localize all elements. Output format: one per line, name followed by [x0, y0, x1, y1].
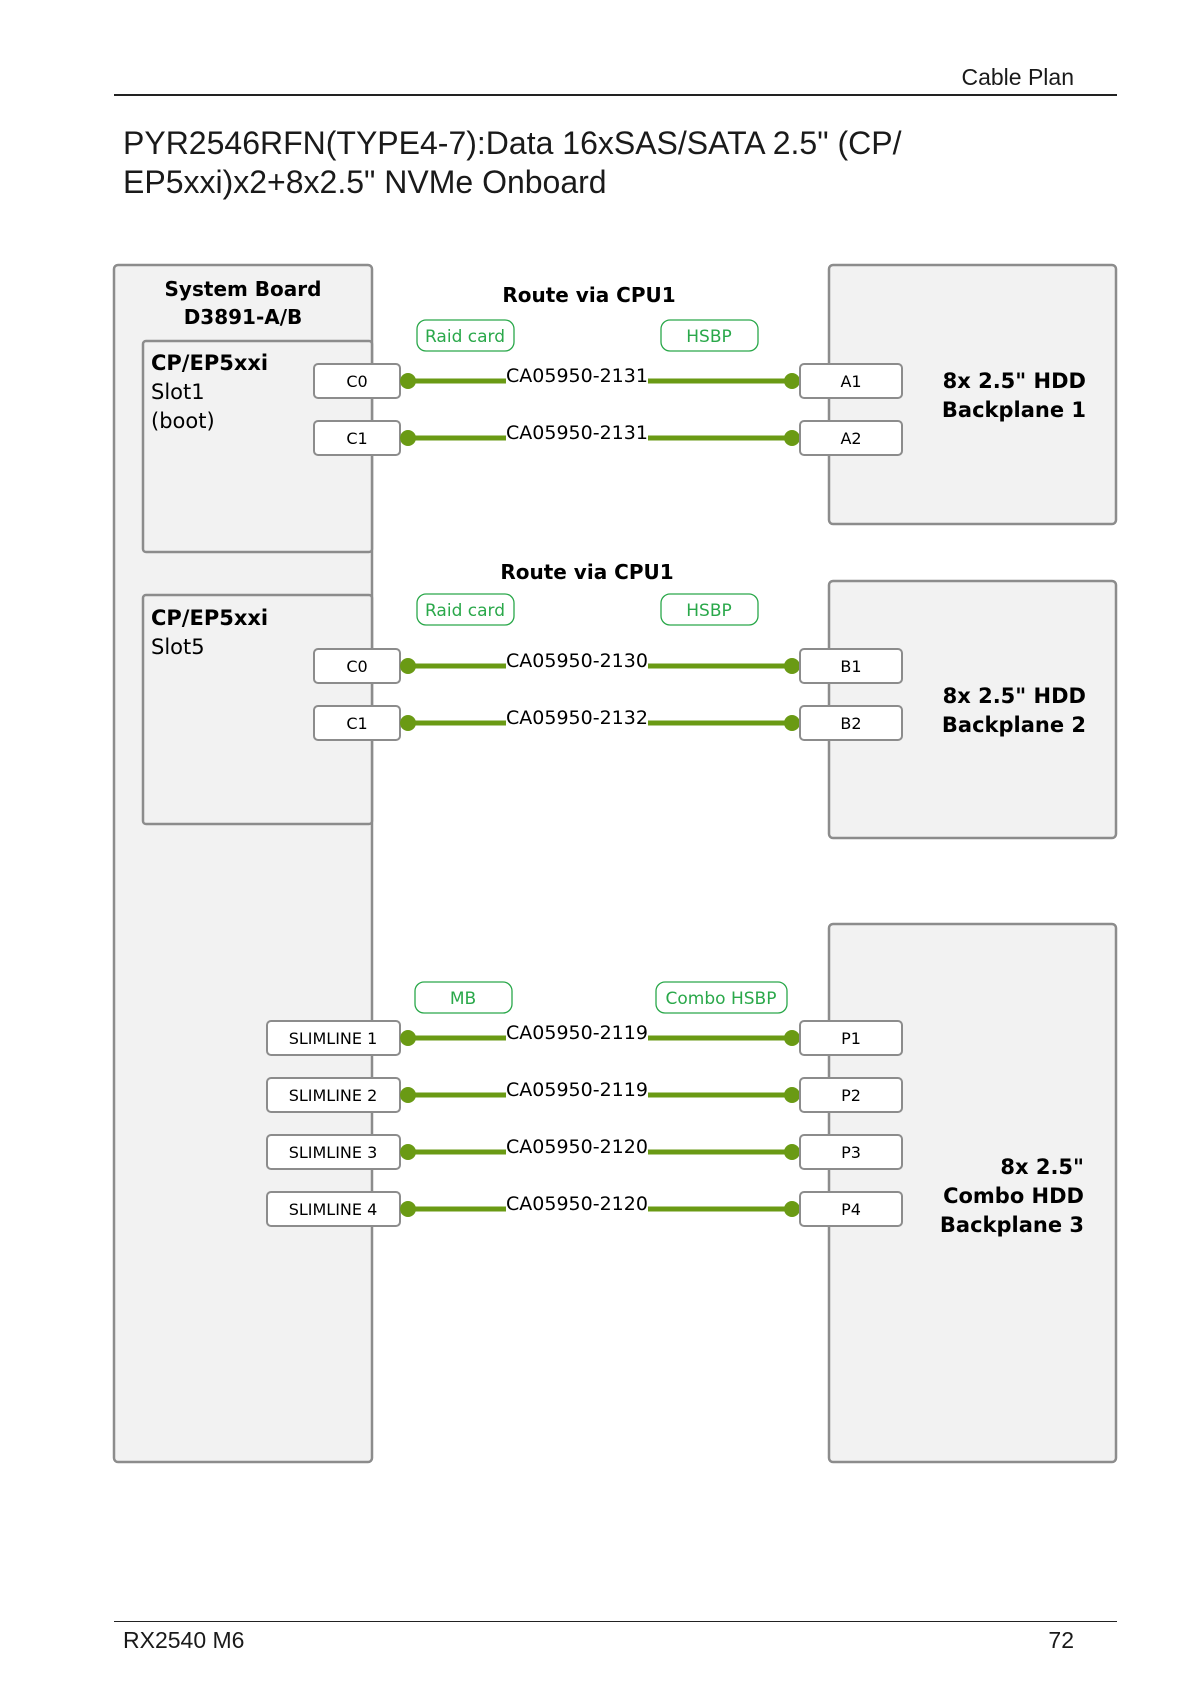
cable-end-left	[400, 1087, 416, 1103]
port-label-c1: C1	[346, 714, 367, 733]
cable-end-right	[784, 1144, 800, 1160]
cable-end-right	[784, 1087, 800, 1103]
tag-group2-left: Raid card	[425, 601, 505, 621]
header-rule	[114, 94, 1117, 96]
cable-label-bg	[506, 703, 648, 729]
port-label-c0: C0	[346, 657, 367, 676]
backplane-3-label-3: Backplane 3	[940, 1213, 1084, 1237]
tag-box-group2-right	[660, 593, 759, 626]
cable-label: CA05950-2120	[506, 1136, 648, 1158]
tag-group1-right: HSBP	[686, 327, 732, 347]
port-label-p3: P3	[841, 1143, 861, 1162]
cable-label-bg	[506, 361, 648, 387]
connection-slimline2-p2: SLIMLINE 2 CA05950-2119 P2	[266, 1075, 903, 1113]
backplane-1-label-1: 8x 2.5" HDD	[943, 369, 1086, 393]
cable-end-left	[400, 1144, 416, 1160]
cable-end-left	[400, 658, 416, 674]
port-label-p1: P1	[841, 1029, 861, 1048]
cable-label: CA05950-2120	[506, 1193, 648, 1215]
tag-box-group2-left	[416, 593, 515, 626]
port-box-p1	[799, 1020, 903, 1056]
cable-end-right	[784, 1030, 800, 1046]
cable-end-right	[784, 715, 800, 731]
cable-label-bg	[506, 1189, 648, 1215]
system-board-label-1: System Board	[165, 277, 322, 301]
cable-label-bg	[506, 646, 648, 672]
tag-box-group3-right	[655, 981, 788, 1014]
cable-label: CA05950-2119	[506, 1079, 648, 1101]
footer-rule	[114, 1621, 1117, 1622]
port-box-p3	[799, 1134, 903, 1170]
port-label-b1: B1	[840, 657, 861, 676]
port-box-p2	[799, 1077, 903, 1113]
cable-label: CA05950-2130	[506, 650, 648, 672]
tag-group1-left: Raid card	[425, 327, 505, 347]
cable-end-right	[784, 373, 800, 389]
port-label-slimline-3: SLIMLINE 3	[289, 1143, 378, 1162]
connection-slimline4-p4: SLIMLINE 4 CA05950-2120 P4	[266, 1189, 903, 1227]
controller-slot1-name: CP/EP5xxi	[151, 351, 268, 375]
port-label-p4: P4	[841, 1200, 861, 1219]
port-label-slimline-4: SLIMLINE 4	[289, 1200, 378, 1219]
connection-c0-a1: C0 CA05950-2131 A1	[313, 361, 903, 399]
cable-end-left	[400, 373, 416, 389]
tag-group3-right: Combo HSBP	[666, 989, 777, 1009]
controller-slot1-boot: (boot)	[151, 409, 215, 433]
backplane-3-label-2: Combo HDD	[943, 1184, 1084, 1208]
connection-c0-b1: C0 CA05950-2130 B1	[313, 646, 903, 684]
connection-slimline3-p3: SLIMLINE 3 CA05950-2120 P3	[266, 1132, 903, 1170]
cable-label: CA05950-2132	[506, 707, 648, 729]
backplane-1-label-2: Backplane 1	[942, 398, 1086, 422]
port-box-b1	[799, 648, 903, 684]
backplane-2-label-1: 8x 2.5" HDD	[943, 684, 1086, 708]
tag-box-group1-left	[416, 319, 515, 352]
cable-label: CA05950-2131	[506, 422, 648, 444]
footer-page-number: 72	[1048, 1627, 1074, 1653]
port-label-p2: P2	[841, 1086, 861, 1105]
port-label-c1: C1	[346, 429, 367, 448]
route-label-group2: Route via CPU1	[500, 560, 673, 584]
tag-group3-left: MB	[450, 989, 476, 1009]
route-label-group1: Route via CPU1	[502, 283, 675, 307]
cable-label: CA05950-2119	[506, 1022, 648, 1044]
system-board-label-2: D3891-A/B	[184, 305, 303, 329]
footer-model: RX2540 M6	[123, 1627, 245, 1653]
cable-label: CA05950-2131	[506, 365, 648, 387]
port-label-c0: C0	[346, 372, 367, 391]
cable-end-right	[784, 1201, 800, 1217]
connection-c1-b2: C1 CA05950-2132 B2	[313, 703, 903, 741]
cable-end-right	[784, 430, 800, 446]
cable-label-bg	[506, 1075, 648, 1101]
port-label-slimline-2: SLIMLINE 2	[289, 1086, 378, 1105]
cable-end-left	[400, 1201, 416, 1217]
cable-label-bg	[506, 418, 648, 444]
port-box-b2	[799, 705, 903, 741]
tag-group2-right: HSBP	[686, 601, 732, 621]
cable-end-left	[400, 1030, 416, 1046]
page-title: PYR2546RFN(TYPE4-7):Data 16xSAS/SATA 2.5…	[123, 125, 902, 200]
controller-slot5-slot: Slot5	[151, 635, 205, 659]
port-label-b2: B2	[840, 714, 861, 733]
backplane-2-label-2: Backplane 2	[942, 713, 1086, 737]
cable-label-bg	[506, 1018, 648, 1044]
port-label-a2: A2	[840, 429, 861, 448]
cable-end-left	[400, 715, 416, 731]
port-box-p4	[799, 1191, 903, 1227]
tag-box-group1-right	[660, 319, 759, 352]
controller-slot1-slot: Slot1	[151, 380, 205, 404]
cable-end-left	[400, 430, 416, 446]
port-box-a2	[799, 420, 903, 456]
tag-box-group3-left	[414, 981, 513, 1014]
connection-slimline1-p1: SLIMLINE 1 CA05950-2119 P1	[266, 1018, 903, 1056]
controller-slot5-name: CP/EP5xxi	[151, 606, 268, 630]
cable-end-right	[784, 658, 800, 674]
port-box-a1	[799, 363, 903, 399]
cable-label-bg	[506, 1132, 648, 1158]
port-label-slimline-1: SLIMLINE 1	[289, 1029, 378, 1048]
backplane-3-label-1: 8x 2.5"	[1000, 1155, 1084, 1179]
section-header: Cable Plan	[961, 64, 1074, 90]
connection-c1-a2: C1 CA05950-2131 A2	[313, 418, 903, 456]
port-label-a1: A1	[840, 372, 861, 391]
